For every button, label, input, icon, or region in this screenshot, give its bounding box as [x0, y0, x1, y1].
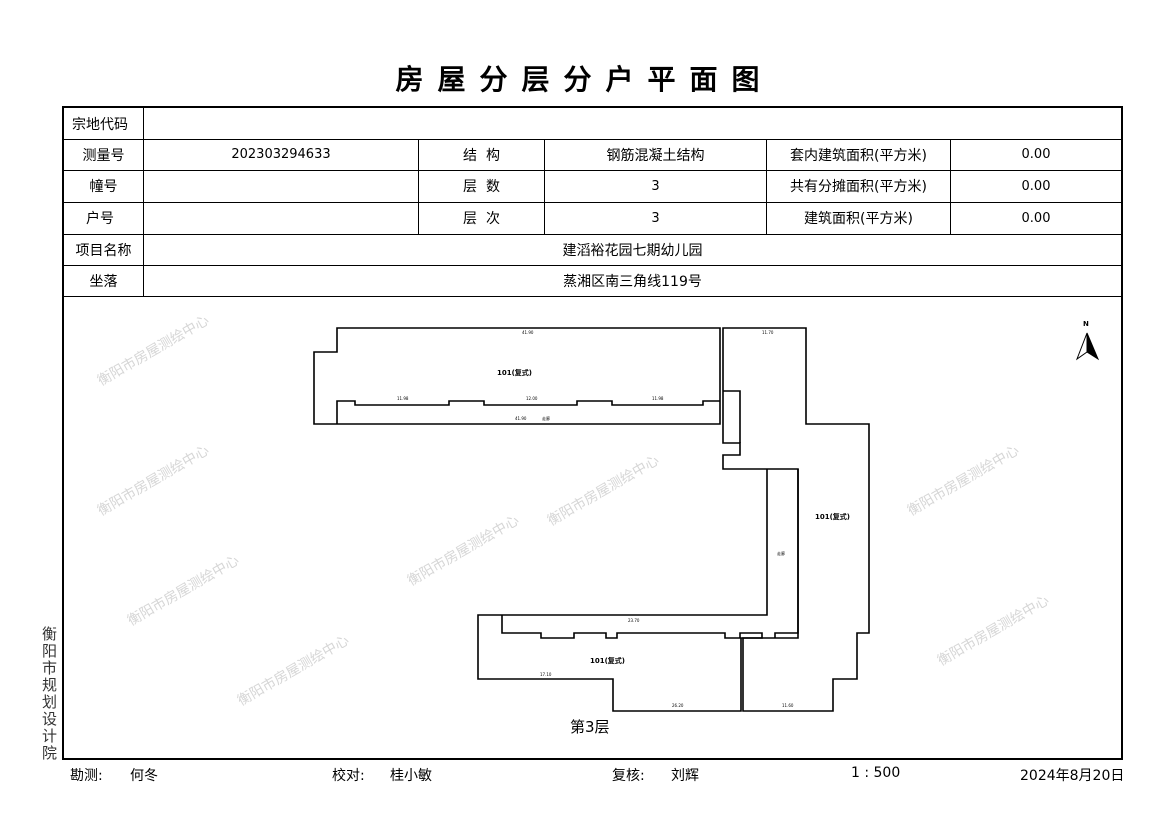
checker-label: 校对:	[332, 768, 365, 784]
survey-no-value: 202303294633	[231, 147, 331, 162]
unit-label: 101(复式)	[590, 656, 625, 665]
unit-no-label: 户号	[86, 211, 114, 227]
dimension-label: 11.98	[397, 396, 409, 401]
dimension-label: 12.00	[526, 396, 538, 401]
floors-label: 层 数	[463, 179, 500, 195]
location-label: 坐落	[89, 273, 118, 290]
dimension-label: 26.20	[672, 703, 684, 708]
info-table: 宗地代码 测量号 202303294633 结 构 钢筋混凝土结构 套内建筑面积…	[62, 106, 1123, 760]
institute-label: 衡阳市规划设计院	[42, 625, 58, 762]
plan-wing-east	[722, 327, 870, 712]
floor-caption: 第3层	[570, 718, 610, 736]
plan-wing-north-stepline	[336, 400, 720, 424]
unit-label: 101(复式)	[497, 368, 532, 377]
surveyor-value: 何冬	[130, 768, 158, 784]
building-area-value: 0.00	[1021, 210, 1051, 226]
shared-area-label: 共有分摊面积(平方米)	[790, 179, 927, 195]
reviewer-label: 复核:	[612, 768, 645, 784]
unit-label: 101(复式)	[815, 512, 850, 521]
structure-value: 钢筋混凝土结构	[606, 147, 705, 164]
dimension-label: 41.90	[515, 416, 527, 421]
dimension-label: 11.60	[782, 703, 794, 708]
corridor-label: 走廊	[777, 550, 785, 556]
checker-value: 桂小敏	[390, 768, 432, 784]
plan-wing-south-divider	[774, 469, 799, 638]
plan-wing-south	[477, 469, 768, 712]
page-title: 房屋分层分户平面图	[395, 63, 774, 96]
project-label: 项目名称	[75, 242, 132, 259]
corridor-label: 走廊	[542, 415, 550, 421]
structure-label: 结 构	[463, 147, 500, 164]
dimension-label: 17.10	[540, 672, 552, 677]
inner-area-label: 套内建筑面积(平方米)	[790, 147, 927, 164]
floors-value: 3	[651, 178, 660, 194]
floor-label: 层 次	[463, 211, 500, 227]
inner-area-value: 0.00	[1021, 147, 1051, 162]
surveyor-label: 勘测:	[70, 768, 103, 784]
parcel-code-label: 宗地代码	[72, 116, 128, 133]
dimension-label: 41.90	[522, 330, 534, 335]
north-arrow-icon: N	[1075, 320, 1100, 361]
plan-wing-north	[313, 327, 721, 425]
reviewer-value: 刘辉	[671, 768, 699, 784]
scale-value: 1 : 500	[851, 765, 901, 781]
project-value: 建滔裕花园七期幼儿园	[562, 242, 703, 259]
plan-wing-east-inner	[723, 390, 741, 443]
date-value: 2024年8月20日	[1020, 768, 1125, 784]
floor-value: 3	[651, 210, 660, 226]
location-value: 蒸湘区南三角线119号	[563, 273, 702, 290]
dimension-label: 11.70	[762, 330, 774, 335]
survey-no-label: 测量号	[82, 147, 125, 164]
dimension-label: 11.98	[652, 396, 664, 401]
svg-text:N: N	[1083, 320, 1089, 328]
building-no-label: 幢号	[89, 179, 118, 195]
building-area-label: 建筑面积(平方米)	[804, 211, 913, 227]
shared-area-value: 0.00	[1021, 178, 1051, 194]
dimension-label: 23.70	[628, 618, 640, 623]
